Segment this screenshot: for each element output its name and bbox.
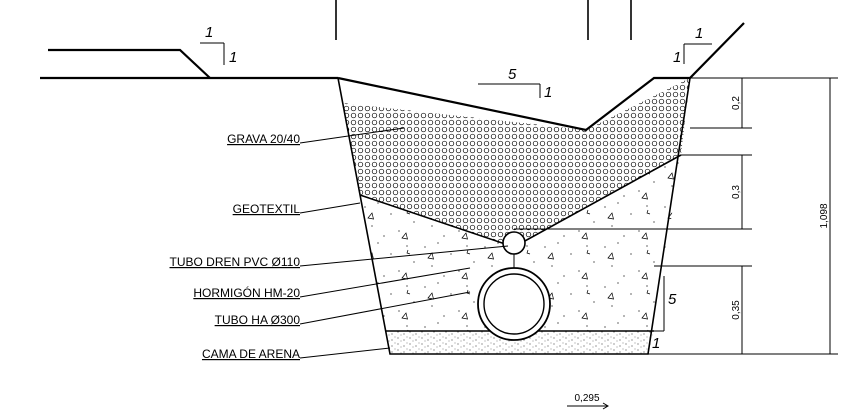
trench-outline: [337, 77, 691, 355]
dimension-0-295: 0,295: [574, 393, 599, 404]
dimension-0-2: 0,2: [731, 96, 742, 110]
dimension-lines: [514, 77, 838, 355]
label-concrete: HORMIGÓN HM-20: [193, 285, 300, 300]
label-gravel: GRAVA 20/40: [227, 132, 300, 146]
slope-symbol-wall: 5 1: [652, 276, 677, 352]
label-drain-pipe: TUBO DREN PVC Ø110: [170, 255, 301, 269]
svg-text:1: 1: [229, 49, 237, 66]
label-geotextile: GEOTEXTIL: [233, 202, 301, 216]
gravel-fill: [342, 78, 690, 247]
ditch-profile: [337, 22, 745, 132]
width-dimension: [567, 402, 609, 410]
label-sand-bed: CAMA DE ARENA: [202, 347, 300, 361]
svg-text:1: 1: [673, 49, 681, 66]
slope-symbol-center: 5 1: [478, 66, 552, 101]
sand-bed-fill: [385, 331, 654, 354]
svg-text:5: 5: [508, 66, 517, 83]
svg-text:1: 1: [652, 335, 660, 352]
svg-text:1: 1: [205, 24, 213, 41]
concrete-fill: [360, 155, 681, 331]
pipe-ha-inner: [483, 273, 545, 335]
drain-pipe-pvc: [502, 231, 526, 255]
dimension-0-3: 0,3: [731, 185, 742, 199]
svg-text:5: 5: [668, 291, 677, 308]
dimension-0-35: 0,35: [731, 300, 742, 320]
terrain-left-slope: [48, 48, 211, 79]
dimension-total: 1,098: [819, 203, 830, 228]
slope-symbol-right: 1 1: [673, 25, 712, 66]
label-pipe-ha: TUBO HA Ø300: [215, 313, 301, 327]
leader-lines: [299, 127, 509, 359]
slope-symbol-left: 1 1: [200, 24, 237, 66]
svg-text:1: 1: [695, 25, 703, 42]
svg-text:1: 1: [544, 84, 552, 101]
